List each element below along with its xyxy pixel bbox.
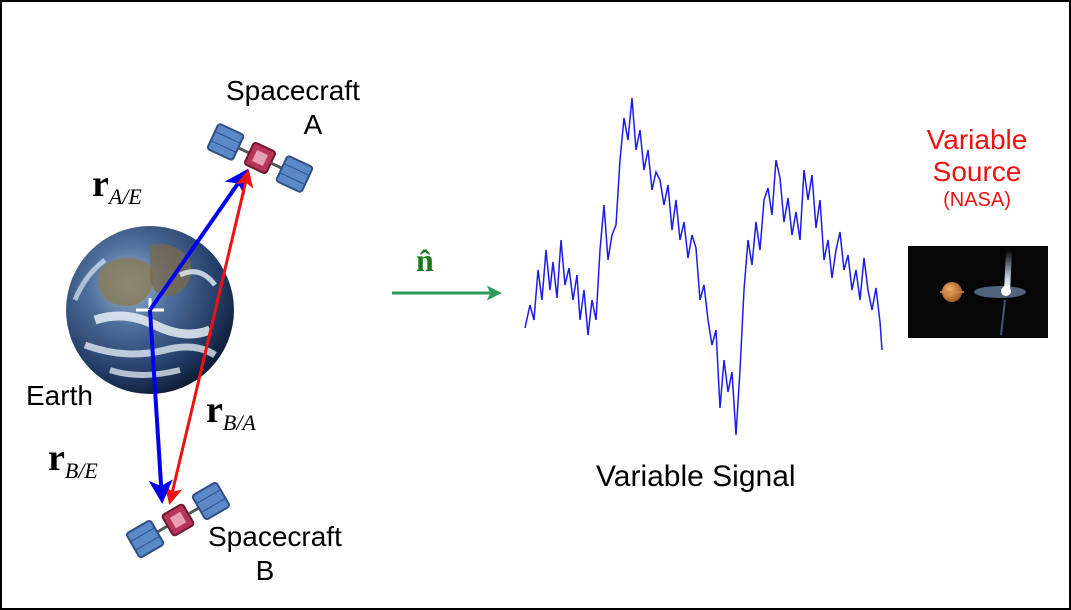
n-hat-label: n̂ bbox=[416, 242, 434, 278]
variable-signal-label: Variable Signal bbox=[596, 460, 796, 493]
signal-waveform bbox=[524, 97, 883, 436]
variable-source-image bbox=[908, 246, 1048, 338]
source-credit: (NASA) bbox=[943, 189, 1011, 211]
vector-label-r-a-e: rA/E bbox=[92, 163, 142, 209]
vector-label-r-b-e: rB/E bbox=[48, 437, 98, 483]
vector-r-b-e bbox=[148, 309, 173, 504]
spacecraft-b-label: Spacecraft B bbox=[208, 521, 342, 586]
spacecraft-a-label: Spacecraft A bbox=[226, 75, 360, 140]
earth-label: Earth bbox=[26, 380, 93, 411]
variable-source-label: Variable Source (NASA) bbox=[902, 124, 1052, 212]
vector-r-b-a bbox=[164, 169, 254, 505]
vector-label-r-b-a: rB/A bbox=[206, 389, 256, 435]
satellite-icon bbox=[206, 123, 314, 193]
